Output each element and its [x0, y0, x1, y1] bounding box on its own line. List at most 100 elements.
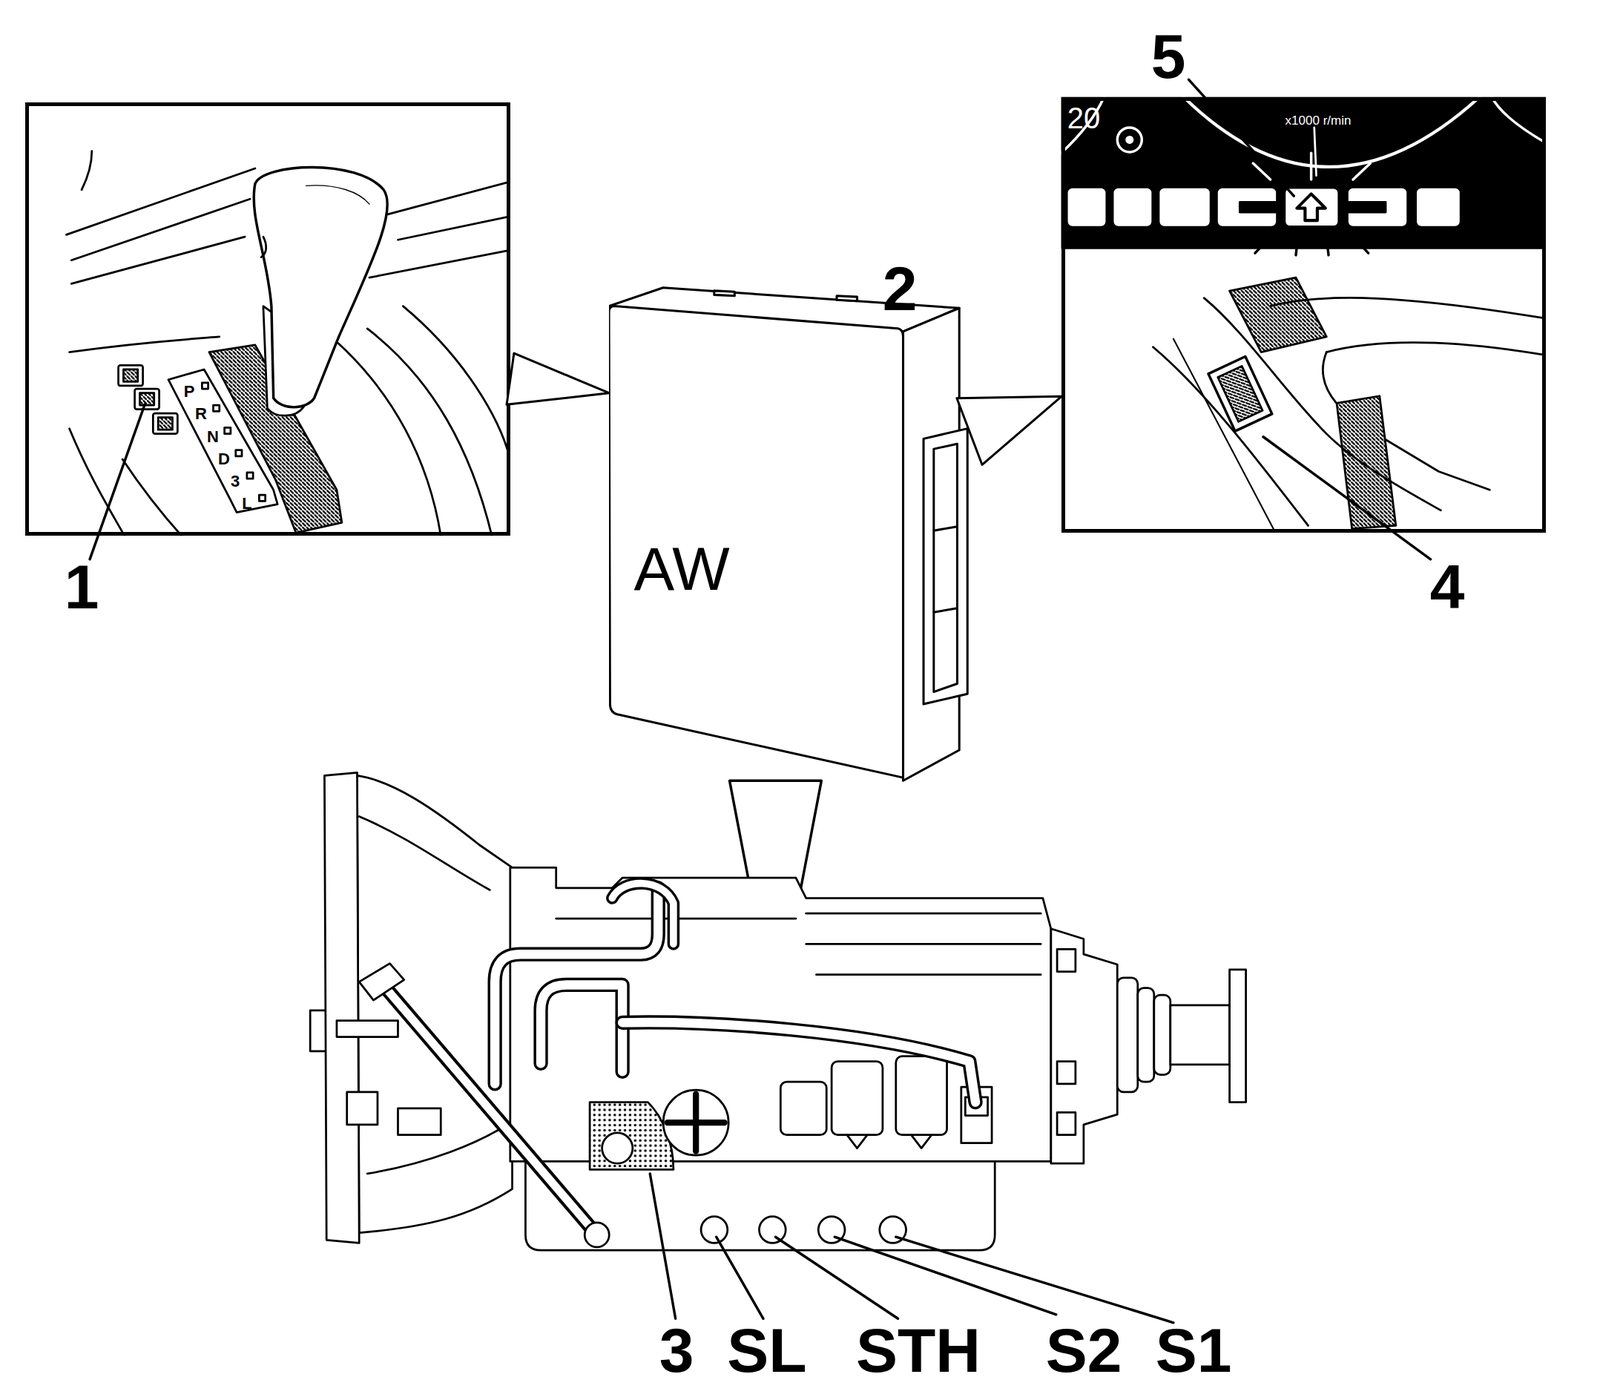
- console-line: [81, 151, 92, 190]
- warning-lamp: [1415, 186, 1462, 228]
- console-curve: [367, 328, 492, 536]
- leader-line: [1263, 436, 1431, 560]
- housing-boss: [1057, 948, 1076, 971]
- console-line: [387, 181, 511, 215]
- shift-arm: [336, 1020, 399, 1037]
- extension-housing: [1051, 928, 1118, 1164]
- bellows: [1154, 994, 1171, 1075]
- console-curve: [402, 306, 510, 460]
- control-module: AW: [608, 285, 970, 783]
- output-flange: [1229, 969, 1247, 1103]
- gear-square: [224, 427, 231, 434]
- gear-square: [258, 494, 265, 501]
- module-notch: [714, 290, 858, 302]
- housing-boss: [1057, 1061, 1076, 1084]
- solenoid-port: [700, 1216, 728, 1244]
- leader-line: [716, 1236, 764, 1319]
- module-label: AW: [633, 538, 730, 600]
- knob-shade: [306, 185, 370, 204]
- gear-letter: L: [241, 495, 252, 512]
- dipstick-ring: [584, 1222, 609, 1247]
- solenoid-name: S2: [1045, 1318, 1123, 1382]
- pipe-fill: [540, 984, 623, 1072]
- dipstick-tube: [385, 988, 598, 1236]
- indicator-ring: [1117, 127, 1142, 153]
- solenoid-name: S1: [1155, 1318, 1233, 1382]
- callout-number: 4: [1430, 555, 1465, 618]
- indicator-dot: [1125, 135, 1134, 144]
- pipe-outline: [611, 883, 674, 945]
- cooler-pipes: [494, 883, 976, 1103]
- callout-number: 3: [659, 1318, 695, 1382]
- switch-button: [135, 388, 160, 410]
- knob-button: [261, 236, 267, 258]
- console-line: [397, 216, 510, 241]
- case-rib: [806, 912, 1041, 915]
- light-ray: [1295, 236, 1299, 256]
- dial-arc: [1061, 97, 1105, 154]
- panel-line: [1203, 298, 1441, 511]
- instrument-inset: 20 x1000 r/min: [1061, 97, 1546, 533]
- light-ray: [1326, 236, 1329, 256]
- console-line: [369, 249, 511, 278]
- console-line: [66, 168, 255, 235]
- instrument-panel: [1061, 97, 1546, 249]
- gear-square: [247, 472, 253, 479]
- housing-flange: [324, 772, 360, 1243]
- solenoid-body: [780, 1081, 827, 1135]
- console-line: [71, 198, 250, 261]
- shifter-inset: PRND3L: [25, 102, 511, 536]
- gear-square: [213, 405, 220, 411]
- pipe-fill: [494, 887, 658, 1084]
- indicator-plate: [168, 369, 278, 513]
- lamp-mark: [1347, 201, 1386, 213]
- shifter-art: [66, 151, 510, 537]
- module-connector: [923, 428, 968, 704]
- filter-cap: [663, 1089, 729, 1155]
- shift-knob: [253, 166, 388, 407]
- upshift-arrow: [1296, 193, 1326, 221]
- switch-icon: [139, 393, 154, 406]
- position-switch: [397, 1108, 441, 1135]
- shroud-line: [1270, 297, 1546, 319]
- socket-body: [1208, 356, 1273, 432]
- console-edge: [69, 336, 220, 353]
- case-rib: [815, 973, 1041, 976]
- filter-cross: [667, 1094, 725, 1152]
- console-curve: [122, 459, 182, 536]
- callout-number: 1: [64, 555, 100, 618]
- gear-letter: N: [206, 428, 219, 446]
- diagnostic-socket: [1208, 356, 1273, 432]
- case-rib: [806, 942, 1041, 946]
- solenoid-tip: [847, 1134, 868, 1149]
- gauge-unit: x1000 r/min: [1285, 114, 1352, 127]
- position-switch: [347, 1091, 378, 1125]
- light-ray: [1255, 236, 1271, 253]
- housing-boss: [1057, 1111, 1076, 1135]
- solenoid-tip: [910, 1134, 932, 1149]
- light-ray: [1352, 236, 1369, 253]
- solenoid-body: [831, 1061, 883, 1135]
- solenoid-port: [758, 1216, 786, 1244]
- pipe-outline: [622, 1022, 976, 1103]
- light-ray: [1309, 152, 1313, 180]
- switch-icon: [123, 369, 138, 383]
- panel-line: [1152, 347, 1308, 526]
- housing-line: [359, 815, 490, 890]
- leader-line: [649, 1173, 676, 1319]
- gear-letter: D: [218, 450, 230, 468]
- gauge-number: 20: [1067, 103, 1101, 133]
- pointer-wedge: [506, 353, 609, 405]
- tacho-mark: [1314, 127, 1317, 176]
- housing-lug: [310, 1010, 327, 1052]
- pressure-port: [602, 1132, 633, 1164]
- transmission: [310, 772, 1246, 1250]
- solenoid-name: STH: [856, 1318, 981, 1382]
- column-cover: [1336, 396, 1397, 529]
- leader-line: [775, 1236, 898, 1319]
- dipstick-fill: [385, 988, 598, 1236]
- oil-pan: [525, 1160, 995, 1250]
- shroud-line: [1326, 342, 1546, 356]
- gear-letter: P: [183, 383, 196, 400]
